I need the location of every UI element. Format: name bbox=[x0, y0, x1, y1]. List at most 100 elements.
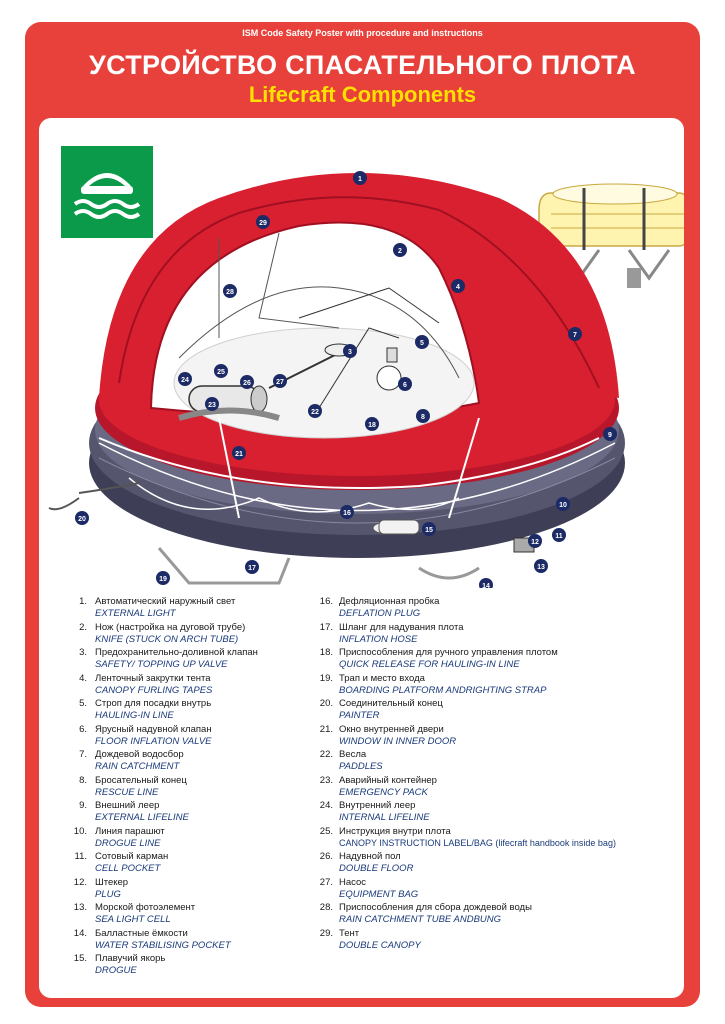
legend-label-ru: Линия парашют bbox=[95, 825, 165, 837]
legend-label-ru: Дождевой водосбор bbox=[95, 749, 184, 760]
callout-5: 5 bbox=[415, 335, 429, 349]
callout-12: 12 bbox=[528, 534, 542, 548]
legend-label-ru: Морской фотоэлемент bbox=[95, 902, 196, 913]
legend-label-ru: Весла bbox=[339, 749, 367, 760]
legend-number: 23. bbox=[319, 774, 333, 786]
packed-liferaft-container-icon bbox=[524, 183, 684, 288]
legend-label-ru: Приспособления для сбора дождевой воды bbox=[339, 902, 532, 913]
legend-number: 6. bbox=[79, 723, 87, 735]
legend-label-ru: Окно внутренней двери bbox=[339, 723, 444, 735]
legend-number: 8. bbox=[79, 774, 87, 786]
legend-label-en: CANOPY INSTRUCTION LABEL/BAG (lifecraft … bbox=[339, 837, 616, 848]
legend-label-ru: Дефляционная пробка bbox=[339, 596, 440, 607]
svg-text:1: 1 bbox=[358, 176, 362, 183]
svg-text:28: 28 bbox=[226, 289, 234, 296]
callout-27: 27 bbox=[273, 374, 287, 388]
callout-3: 3 bbox=[343, 344, 357, 358]
svg-text:15: 15 bbox=[425, 527, 433, 534]
legend-label-en: SEA LIGHT CELL bbox=[95, 914, 171, 925]
legend-number: 19. bbox=[319, 672, 333, 684]
legend-number: 4. bbox=[79, 672, 87, 684]
legend-label-en: DOUBLE CANOPY bbox=[339, 939, 421, 951]
callout-13: 13 bbox=[534, 559, 548, 573]
legend-label-ru: Нож (настройка на дуговой трубе) bbox=[95, 621, 246, 633]
legend-label-en: DROGUE LINE bbox=[95, 837, 161, 849]
legend-number: 7. bbox=[79, 749, 87, 760]
legend-label-ru: Ярусный надувной клапан bbox=[95, 723, 212, 735]
svg-text:9: 9 bbox=[608, 432, 612, 439]
svg-text:16: 16 bbox=[343, 510, 351, 517]
svg-text:20: 20 bbox=[78, 516, 86, 523]
legend-label-en: DROGUE bbox=[95, 965, 137, 976]
legend-label-en: CANOPY FURLING TAPES bbox=[95, 684, 213, 696]
svg-text:10: 10 bbox=[559, 502, 567, 509]
callout-10: 10 bbox=[556, 497, 570, 511]
callout-18: 18 bbox=[365, 417, 379, 431]
legend-number: 17. bbox=[319, 621, 333, 633]
poster-frame: ISM Code Safety Poster with procedure an… bbox=[25, 22, 700, 1007]
poster-subtitle: ISM Code Safety Poster with procedure an… bbox=[242, 28, 483, 38]
legend-number: 2. bbox=[79, 621, 87, 633]
legend-number: 9. bbox=[79, 800, 87, 811]
legend-number: 25. bbox=[319, 825, 333, 837]
legend-label-en: INFLATION HOSE bbox=[339, 633, 418, 645]
legend-label-ru: Внешний леер bbox=[95, 800, 160, 811]
liferaft-safety-sign-icon bbox=[61, 146, 153, 238]
title-russian: УСТРОЙСТВО СПАСАТЕЛЬНОГО ПЛОТА bbox=[89, 50, 636, 80]
canopy bbox=[99, 173, 619, 439]
svg-text:26: 26 bbox=[243, 380, 251, 387]
legend-label-en: RESCUE LINE bbox=[95, 786, 159, 798]
legend-label-en: PLUG bbox=[95, 888, 121, 900]
legend-label-en: KNIFE (STUCK ON ARCH TUBE) bbox=[95, 633, 239, 645]
svg-text:25: 25 bbox=[217, 369, 225, 376]
svg-text:19: 19 bbox=[159, 576, 167, 583]
svg-text:3: 3 bbox=[348, 349, 352, 356]
legend-number: 27. bbox=[319, 876, 333, 888]
legend-item: 2. Нож (настройка на дуговой трубе)KNIFE … bbox=[67, 622, 347, 648]
legend-item: 28.Приспособления для сбора дождевой вод… bbox=[309, 902, 689, 928]
legend-number: 22. bbox=[319, 749, 333, 760]
legend-number: 16. bbox=[319, 596, 333, 607]
legend-number: 3. bbox=[79, 647, 87, 658]
legend-label-en: RAIN CATCHMENT bbox=[95, 761, 180, 772]
liferaft-diagram: 1 2 3 4 5 6 7 8 9 10 11 12 13 14 15 16 1… bbox=[48, 171, 684, 588]
legend-label-en: PAINTER bbox=[339, 710, 380, 721]
legend-label-ru: Внутренний леер bbox=[339, 800, 416, 811]
callout-7: 7 bbox=[568, 327, 582, 341]
legend-label-ru: Строп для посадки внутрь bbox=[95, 698, 212, 709]
legend-number: 24. bbox=[319, 800, 333, 811]
svg-text:13: 13 bbox=[537, 564, 545, 571]
legend-number: 20. bbox=[319, 698, 333, 709]
legend-label-ru: Предохранительно-доливной клапан bbox=[95, 647, 258, 658]
legend-label-ru: Плавучий якорь bbox=[95, 953, 166, 964]
legend-label-en: EQUIPMENT BAG bbox=[339, 888, 419, 900]
legend-label-en: SAFETY/ TOPPING UP VALVE bbox=[95, 659, 228, 670]
legend-label-ru: Приспособления для ручного управления пл… bbox=[339, 647, 558, 658]
legend-number: 13. bbox=[73, 902, 87, 913]
legend-number: 14. bbox=[73, 927, 87, 939]
svg-text:4: 4 bbox=[456, 284, 460, 291]
legend-label-en: WATER STABILISING POCKET bbox=[95, 939, 231, 951]
legend-label-en: EXTERNAL LIGHT bbox=[95, 608, 176, 619]
callout-9: 9 bbox=[603, 427, 617, 441]
legend-label-en: RAIN CATCHMENT TUBE ANDBUNG bbox=[339, 914, 502, 925]
legend-label-en: PADDLES bbox=[339, 761, 383, 772]
callout-19: 19 bbox=[156, 571, 170, 585]
legend-label-ru: Сотовый карман bbox=[95, 851, 169, 862]
legend-label-ru: Трап и место входа bbox=[339, 672, 425, 684]
